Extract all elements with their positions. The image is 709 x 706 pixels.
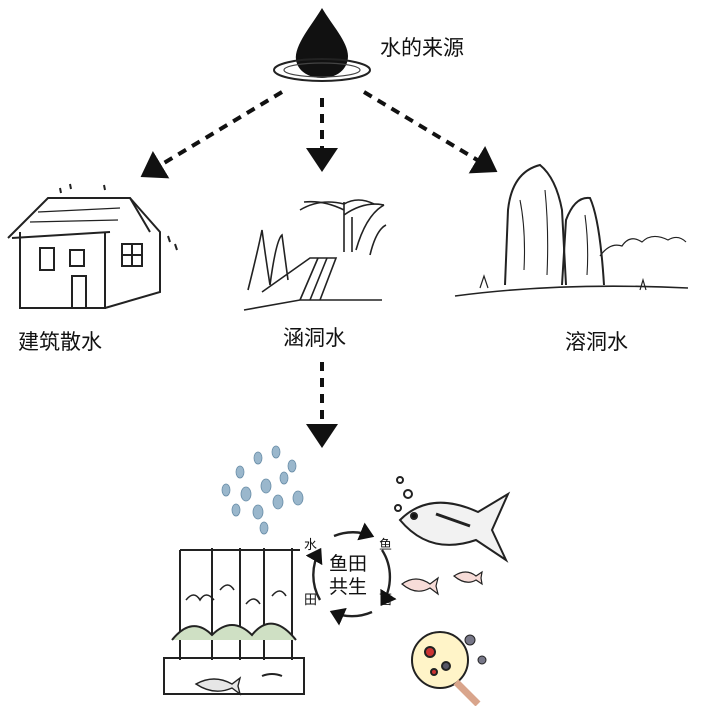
cave-rock-sketch (454, 163, 689, 297)
water-drop-icon (273, 8, 371, 82)
cycle-center-bottom: 共生 (328, 576, 367, 598)
raindrops-icon (221, 445, 304, 535)
cycle-field-label: 田 (304, 593, 318, 608)
building-drainage-label: 建筑散水 (18, 330, 102, 354)
cave-water-label: 溶洞水 (565, 330, 628, 354)
magnifier-bacteria-icon (411, 631, 487, 706)
cycle-bacteria-label: 菌 (379, 593, 393, 608)
arrows-from-source (140, 90, 498, 448)
cycle-arrows (305, 522, 397, 626)
cycle-water-label: 水 (304, 538, 318, 553)
culvert-water-label: 涵洞水 (283, 326, 346, 350)
arrow-to-cave (362, 90, 498, 174)
cycle-center-label: 鱼田 共生 (322, 553, 374, 599)
fish-sketch (394, 476, 511, 596)
cycle-center-top: 鱼田 (328, 553, 367, 575)
culvert-sketch (243, 199, 387, 311)
planter-sketch (163, 548, 305, 696)
house-sketch (7, 183, 178, 309)
title-label: 水的来源 (380, 36, 464, 60)
arrow-to-building (140, 90, 284, 179)
cycle-fish-label: 鱼 (379, 538, 393, 553)
